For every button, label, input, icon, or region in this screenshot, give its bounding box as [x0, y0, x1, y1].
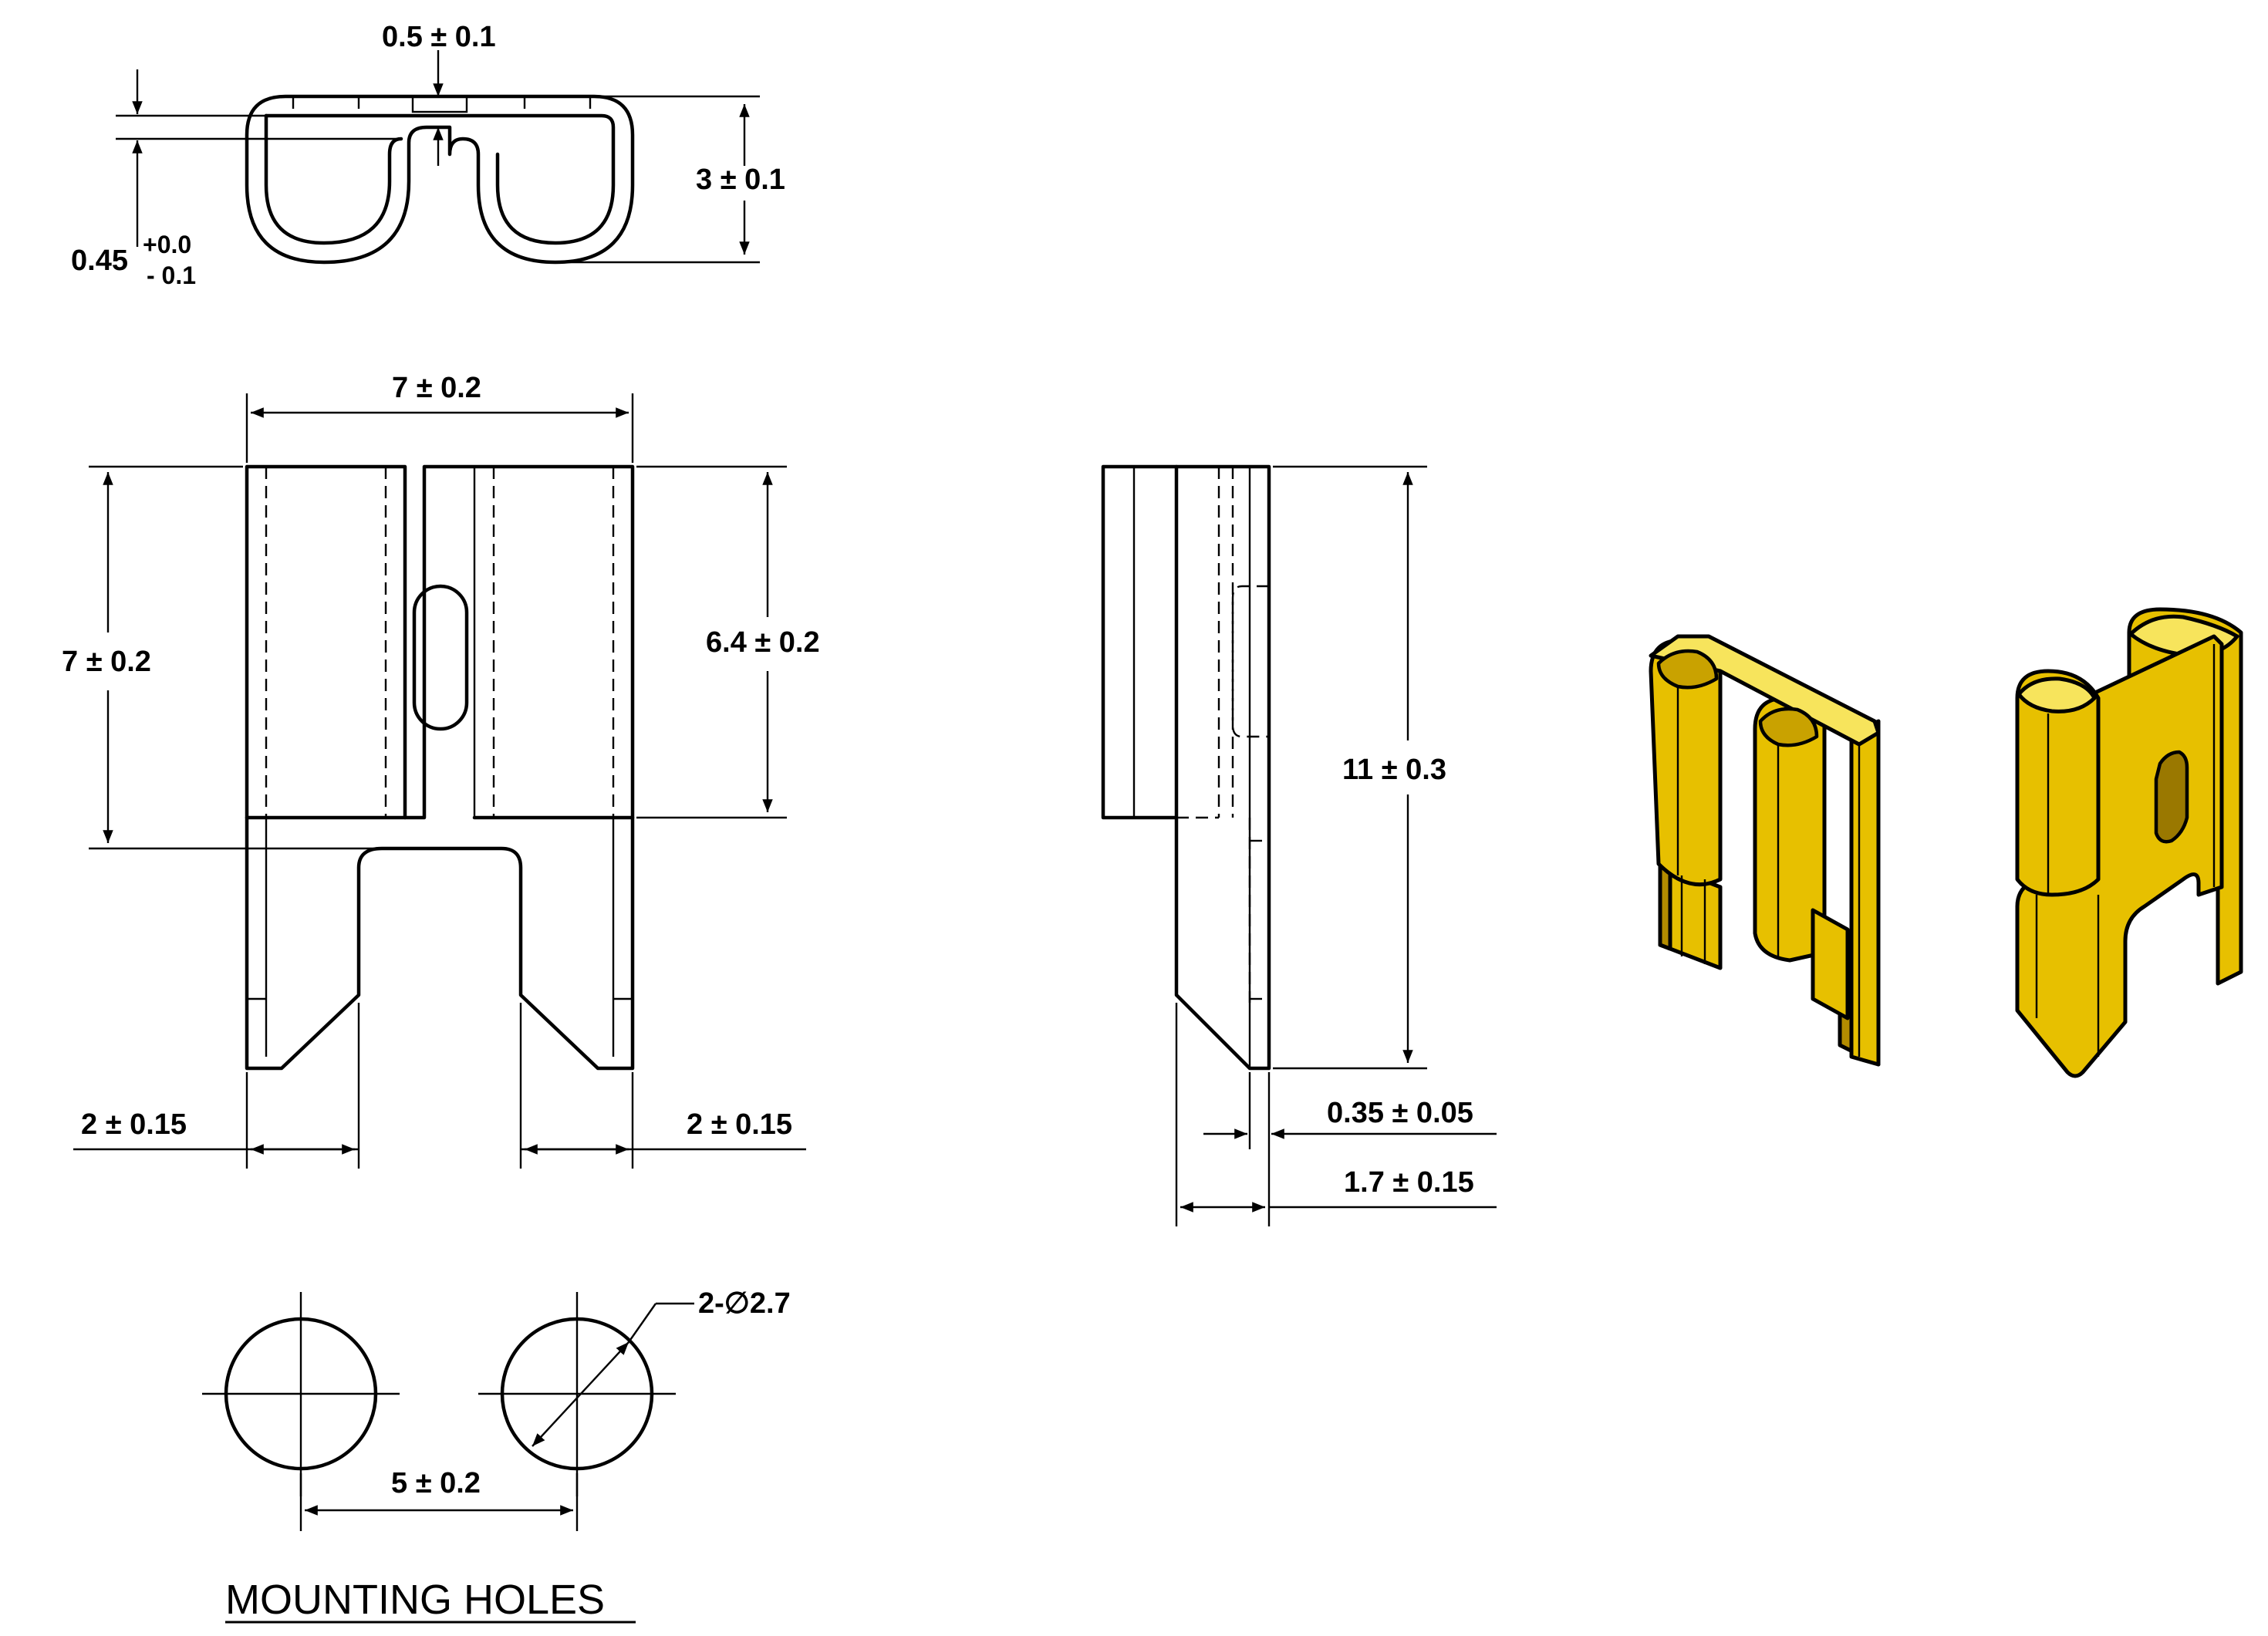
dim-right-leg: 2 ± 0.15 — [687, 1108, 792, 1141]
mounting-holes-title: MOUNTING HOLES — [225, 1577, 605, 1623]
dim-top-slot: 0.5 ± 0.1 — [382, 21, 496, 53]
dim-side-height: 11 ± 0.3 — [1342, 754, 1446, 786]
dim-side-depth: 1.7 ± 0.15 — [1344, 1166, 1474, 1199]
side-view: 11 ± 0.3 0.35 ± 0.05 1.7 ± 0.15 — [1101, 464, 1497, 1226]
front-view: 7 ± 0.2 7 ± 0.2 6.4 ± 0.2 2 ± 0.15 2 ± 0… — [62, 372, 820, 1169]
top-view: 0.5 ± 0.1 3 ± 0.1 0.45 +0.0 - 0.1 — [71, 21, 785, 289]
dim-top-height: 3 ± 0.1 — [696, 164, 785, 196]
dim-thickness: 0.45 — [71, 245, 128, 277]
dim-front-height: 7 ± 0.2 — [62, 646, 151, 678]
dim-thickness-lower: - 0.1 — [147, 261, 196, 289]
mounting-holes-view: 2-∅2.7 5 ± 0.2 MOUNTING HOLES — [202, 1287, 791, 1624]
dim-left-leg: 2 ± 0.15 — [81, 1108, 187, 1141]
dim-hole-diameter: 2-∅2.7 — [698, 1287, 791, 1320]
dim-front-width: 7 ± 0.2 — [392, 372, 481, 404]
part-3d-view-back — [1649, 634, 1881, 1067]
dim-side-thickness: 0.35 ± 0.05 — [1327, 1097, 1473, 1129]
dim-front-inner-height: 6.4 ± 0.2 — [706, 626, 820, 659]
dim-thickness-upper: +0.0 — [143, 231, 191, 258]
dim-hole-spacing: 5 ± 0.2 — [391, 1467, 481, 1499]
part-3d-view-front — [2015, 607, 2243, 1078]
